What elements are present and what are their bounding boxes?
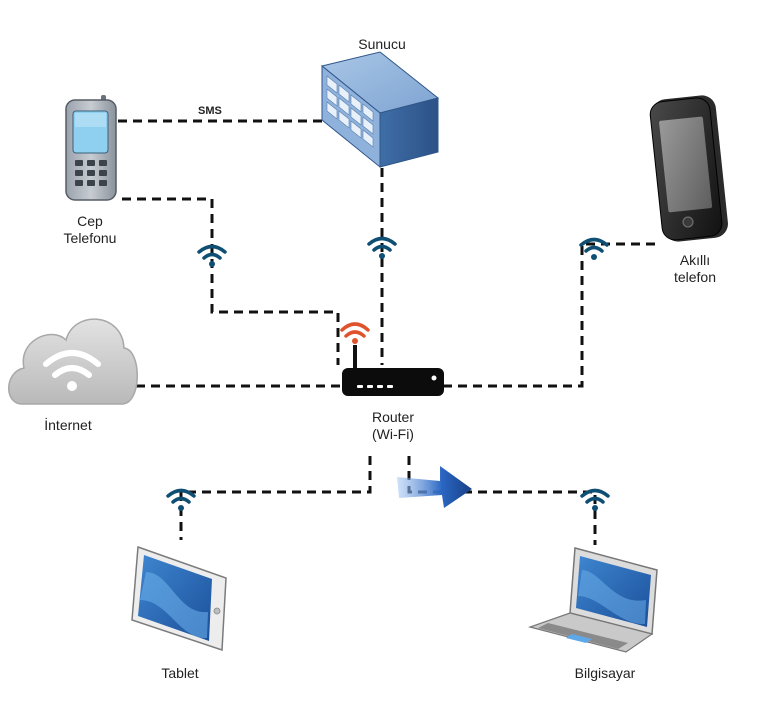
cloud-wifi-icon (8, 318, 138, 405)
wifi-signal-icon (209, 261, 215, 267)
laptop-icon (527, 547, 658, 653)
router-to-smartphone-link (443, 242, 656, 388)
cell-phone-label-line2: Telefonu (63, 230, 117, 246)
wifi-signal-icon (580, 488, 610, 504)
sms-label: SMS (198, 105, 222, 117)
tablet-label: Tablet (161, 665, 199, 681)
wifi-signal-icon (379, 253, 385, 259)
connection-lines (118, 119, 656, 545)
wifi-signal-icon (197, 244, 227, 260)
cell-phone-label: Cep Telefonu (50, 213, 130, 247)
server-rack-icon (320, 51, 440, 169)
router-label-line1: Router (371, 409, 415, 425)
smartphone-icon (649, 95, 728, 242)
arrow-right-icon (397, 466, 472, 508)
tablet-icon (131, 545, 227, 652)
wifi-router-icon (340, 322, 444, 396)
smartphone-label-line1: Akıllı (679, 252, 711, 268)
wifi-signal-icon (178, 505, 184, 511)
wifi-signal-icon (591, 254, 597, 260)
phone-to-router-link (122, 197, 340, 365)
server-label: Sunucu (358, 36, 406, 52)
smartphone-label-line2: telefon (673, 269, 717, 285)
router-to-tablet-link (179, 456, 372, 540)
wifi-signal-icon (592, 505, 598, 511)
feature-phone-icon (65, 95, 117, 201)
internet-label: İnternet (44, 417, 92, 433)
wifi-signal-icon (579, 237, 609, 253)
router-to-computer-link (407, 456, 597, 545)
router-label: Router (Wi-Fi) (353, 409, 433, 443)
smartphone-label: Akıllı telefon (660, 252, 730, 286)
computer-label: Bilgisayar (574, 665, 636, 681)
wifi-signal-icon (367, 236, 397, 252)
router-label-line2: (Wi-Fi) (372, 426, 414, 442)
wifi-signal-icon (166, 488, 196, 504)
cell-phone-label-line1: Cep (77, 213, 103, 229)
